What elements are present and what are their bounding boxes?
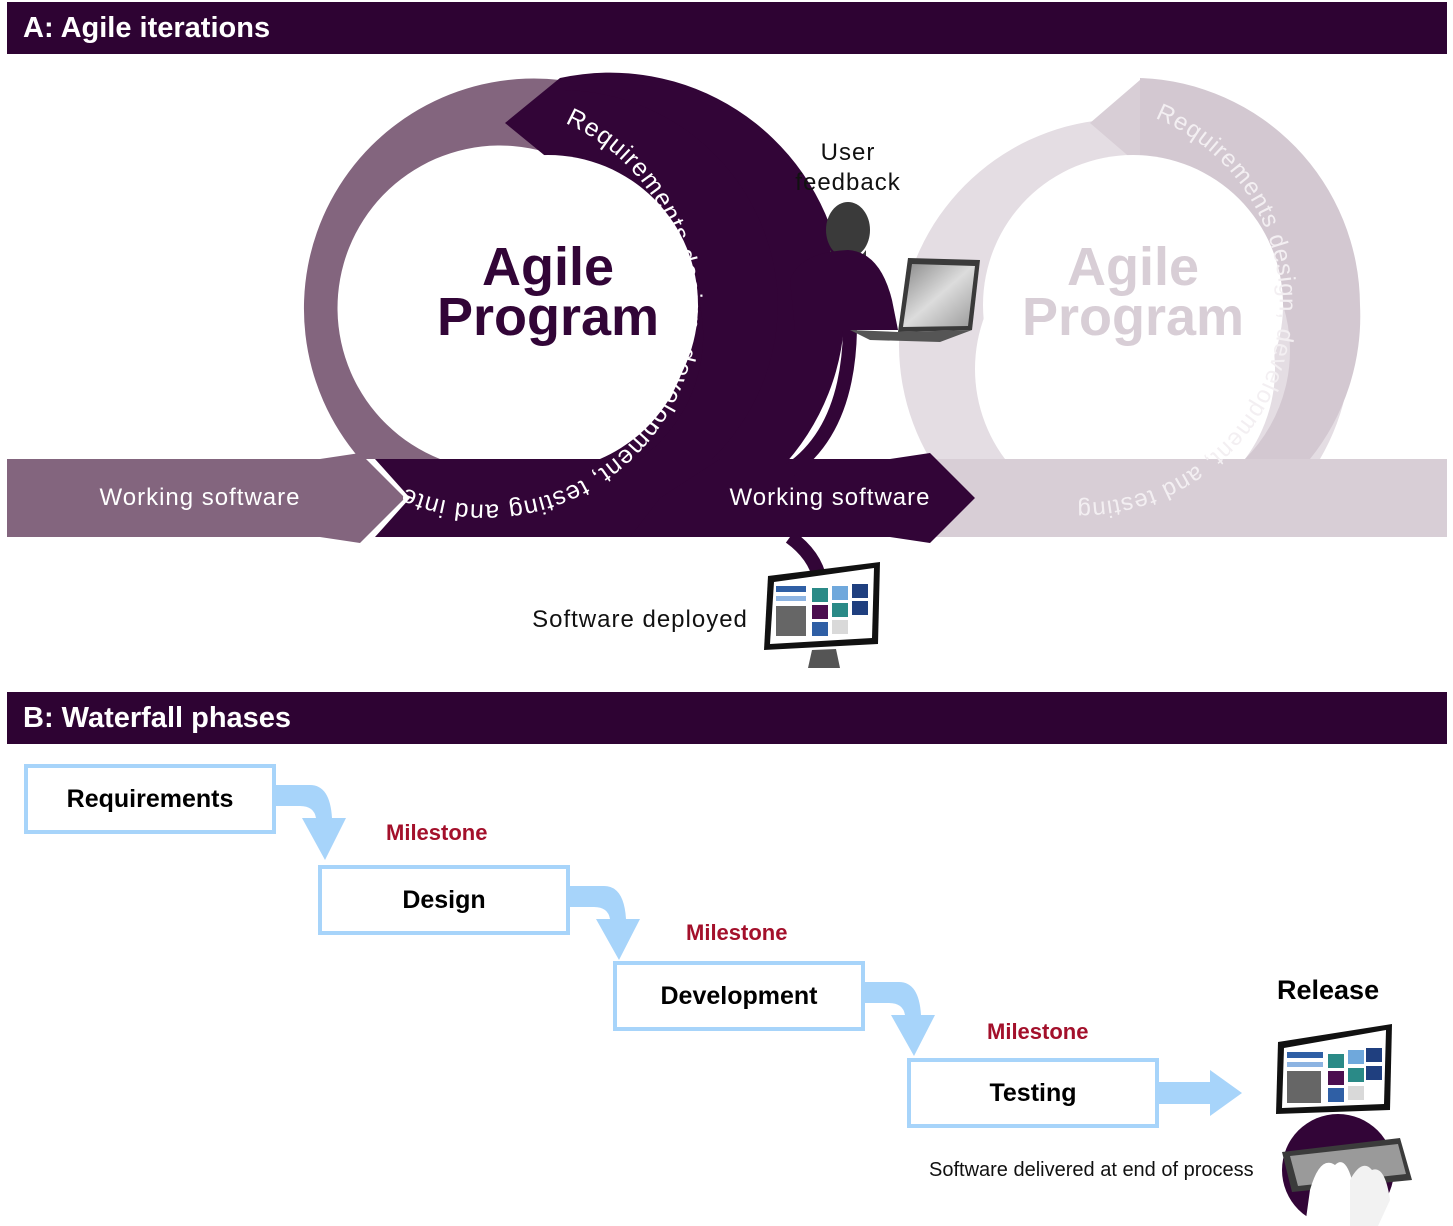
phase-requirements: Requirements (24, 764, 276, 834)
milestone-3: Milestone (987, 1019, 1089, 1044)
left-cycle-arrow-body (565, 90, 778, 470)
right-cycle-title-program: Program (1022, 287, 1244, 347)
left-cycle-title-program: Program (437, 287, 659, 347)
section-b-banner: B: Waterfall phases (7, 692, 1447, 744)
phase-testing: Testing (907, 1058, 1159, 1128)
delivered-label: Software delivered at end of process (929, 1159, 1254, 1181)
release-workstation-icon (1276, 1024, 1412, 1226)
right-cycle-center (983, 155, 1283, 455)
right-cycle-title-agile: Agile (1067, 237, 1199, 297)
person-silhouette-icon (790, 202, 898, 330)
arrow-middle-label: Working software (730, 484, 931, 511)
section-a-banner: A: Agile iterations (7, 2, 1447, 54)
agile-diagram: Requirements design, development, testin… (7, 72, 1447, 668)
right-cycle-outer-band (1140, 78, 1361, 459)
left-cycle-arrow (505, 72, 845, 537)
milestone-1: Milestone (386, 820, 488, 845)
waterfall-connectors (274, 785, 1412, 1226)
laptop-icon (850, 258, 980, 342)
phase-testing-label: Testing (989, 1078, 1077, 1107)
monitor-icon (764, 562, 880, 668)
software-deployed-label: Software deployed (532, 606, 748, 633)
phase-development-label: Development (660, 981, 818, 1010)
left-cycle-center (398, 155, 698, 455)
left-cycle-title-agile: Agile (482, 237, 614, 297)
user-feedback-line2: feedback (795, 169, 900, 196)
right-requirements-band (935, 459, 1447, 537)
arrow-working-software-left (7, 453, 405, 543)
section-a-title: A: Agile iterations (23, 12, 271, 44)
phase-development: Development (613, 961, 865, 1031)
arrow-working-software-middle (630, 453, 975, 543)
phase-design: Design (318, 865, 570, 935)
user-feedback-line1: User (821, 139, 876, 166)
phase-design-label: Design (402, 885, 486, 914)
milestone-2: Milestone (686, 920, 788, 945)
feedback-connector (785, 329, 857, 476)
release-label: Release (1277, 975, 1380, 1005)
phase-requirements-label: Requirements (66, 784, 234, 813)
left-cycle-ring (303, 78, 560, 460)
arrow-left-label: Working software (100, 484, 301, 511)
section-b-title: B: Waterfall phases (23, 702, 292, 734)
